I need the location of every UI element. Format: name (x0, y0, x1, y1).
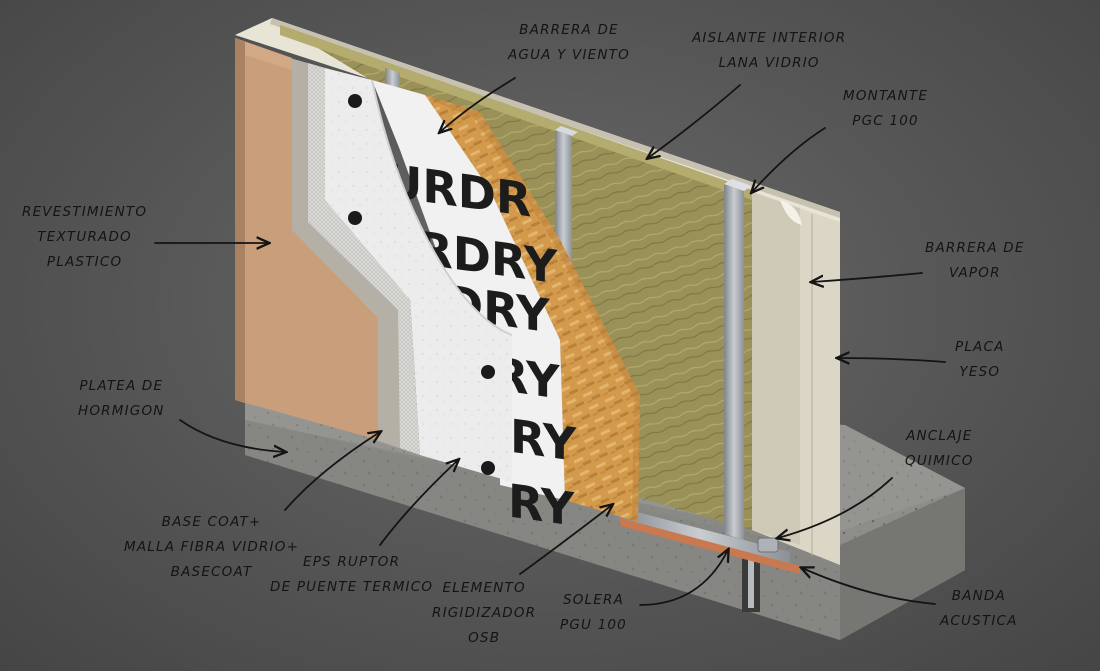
label-barrera-vapor: BARRERA DE VAPOR (925, 236, 1025, 286)
label-line: ELEMENTO (442, 580, 526, 596)
label-line: LANA VIDRIO (718, 55, 820, 71)
label-base-coat: BASE COAT+ MALLA FIBRA VIDRIO+ BASECOAT (124, 510, 299, 585)
arrow-osb (519, 505, 612, 575)
label-line: ACUSTICA (940, 613, 1018, 629)
label-line: OSB (468, 630, 501, 646)
label-line: TEXTURADO (37, 229, 132, 245)
label-line: PGC 100 (852, 113, 919, 129)
label-aislante: AISLANTE INTERIOR LANA VIDRIO (692, 26, 846, 76)
base-coat-mesh (290, 58, 420, 455)
arrow-base-coat (284, 432, 380, 511)
label-line: VAPOR (948, 265, 1001, 281)
label-barrera-agua: BARRERA DE AGUA Y VIENTO (508, 18, 630, 68)
label-banda: BANDA ACUSTICA (940, 584, 1018, 634)
label-line: PLACA (955, 339, 1005, 355)
textured-render (235, 38, 378, 440)
label-line: BARRERA DE (519, 22, 619, 38)
label-platea: PLATEA DE HORMIGON (78, 374, 165, 424)
label-line: BANDA (951, 588, 1006, 604)
label-eps: EPS RUPTOR DE PUENTE TERMICO (270, 550, 433, 600)
label-osb: ELEMENTO RIGIDIZADOR OSB (432, 576, 536, 651)
osb-sheathing (425, 95, 640, 522)
callout-arrows (154, 77, 946, 606)
label-line: DE PUENTE TERMICO (270, 579, 434, 595)
label-line: SOLERA (562, 592, 624, 608)
arrow-barrera-agua (440, 77, 516, 132)
label-line: REVESTIMIENTO (22, 204, 148, 220)
label-line: BARRERA DE (925, 240, 1025, 256)
label-solera: SOLERA PGU 100 (560, 588, 627, 638)
label-montante: MONTANTE PGC 100 (843, 84, 928, 134)
label-line: PLASTICO (46, 254, 123, 270)
label-line: RIGIDIZADOR (432, 605, 537, 621)
arrow-montante (752, 127, 826, 192)
label-line: AGUA Y VIENTO (508, 47, 630, 63)
label-line: YESO (959, 364, 1001, 380)
label-line: ANCLAJE (906, 428, 973, 444)
arrow-placa-yeso (838, 358, 946, 362)
bottom-track (610, 505, 800, 574)
arrow-anclaje (778, 477, 893, 538)
label-line: QUIMICO (905, 453, 974, 469)
label-line: EPS RUPTOR (302, 554, 401, 570)
arrow-solera (639, 550, 728, 606)
wrap-text-6: RY (508, 474, 575, 537)
eps-anchor-screws (348, 94, 495, 475)
label-line: PLATEA DE (79, 378, 164, 394)
arrow-platea (179, 419, 285, 452)
arrow-barrera-vapor (812, 272, 923, 282)
label-placa-yeso: PLACA YESO (955, 335, 1005, 385)
label-line: PGU 100 (560, 617, 627, 633)
label-revestimiento: REVESTIMIENTO TEXTURADO PLASTICO (22, 200, 147, 275)
wrap-text-5: RY (510, 409, 577, 472)
gypsum-board (752, 192, 840, 565)
arrow-eps (379, 460, 458, 546)
arrow-banda (802, 568, 936, 605)
label-anclaje: ANCLAJE QUIMICO (905, 424, 974, 474)
label-line: BASECOAT (170, 564, 253, 580)
label-line: MALLA FIBRA VIDRIO+ (124, 539, 300, 555)
label-line: MONTANTE (843, 88, 929, 104)
label-line: HORMIGON (78, 403, 165, 419)
arrow-aislante (648, 84, 741, 158)
label-line: AISLANTE INTERIOR (692, 30, 847, 46)
label-line: BASE COAT+ (161, 514, 262, 530)
eps-board (325, 68, 513, 482)
